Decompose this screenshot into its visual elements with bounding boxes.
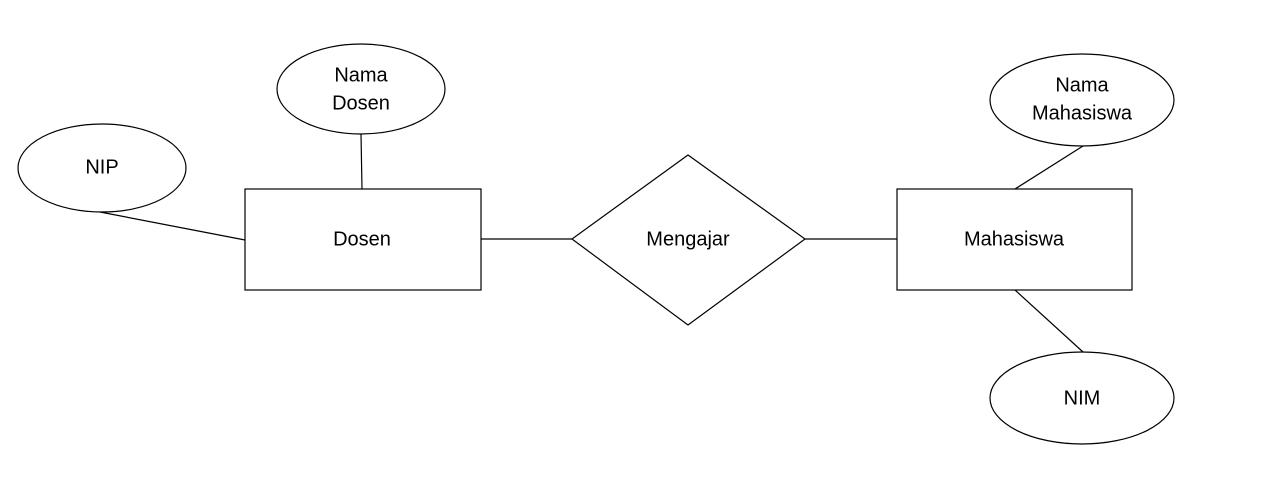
attribute-nip-label: NIP xyxy=(85,156,118,178)
attribute-nama-mahasiswa-label-line2: Mahasiswa xyxy=(1032,102,1133,124)
attribute-nip-ellipse xyxy=(17,123,187,213)
entity-dosen-box xyxy=(244,188,482,291)
connector-nama-dosen-dosen xyxy=(360,133,363,190)
entity-dosen[interactable]: Dosen xyxy=(244,188,482,291)
attribute-nama-dosen-label-line1: Nama xyxy=(334,64,388,86)
attribute-nama-dosen-ellipse xyxy=(276,43,446,135)
attribute-nim[interactable]: NIM xyxy=(989,351,1175,445)
entity-mahasiswa-label: Mahasiswa xyxy=(964,228,1065,250)
attribute-nama-mahasiswa[interactable]: Nama Mahasiswa xyxy=(989,53,1175,147)
attribute-nim-label: NIM xyxy=(1064,387,1101,409)
entity-mahasiswa[interactable]: Mahasiswa xyxy=(896,188,1133,291)
attribute-nama-dosen-label-line2: Dosen xyxy=(332,92,390,114)
entity-mahasiswa-box xyxy=(896,188,1133,291)
attribute-nip[interactable]: NIP xyxy=(17,123,187,213)
relationship-mengajar[interactable]: Mengajar xyxy=(570,154,807,326)
attribute-nim-ellipse xyxy=(989,351,1175,445)
connector-nama-mahasiswa-mahasiswa xyxy=(1014,145,1084,190)
attribute-nama-mahasiswa-label-line1: Nama xyxy=(1055,74,1109,96)
entity-dosen-label: Dosen xyxy=(333,228,391,250)
relationship-mengajar-label: Mengajar xyxy=(646,228,730,250)
relationship-mengajar-diamond xyxy=(570,154,807,326)
attribute-nama-dosen[interactable]: Nama Dosen xyxy=(276,43,446,135)
connector-nip-dosen xyxy=(99,211,246,241)
connector-mahasiswa-nim xyxy=(1014,289,1084,353)
attribute-nama-mahasiswa-ellipse xyxy=(989,53,1175,147)
